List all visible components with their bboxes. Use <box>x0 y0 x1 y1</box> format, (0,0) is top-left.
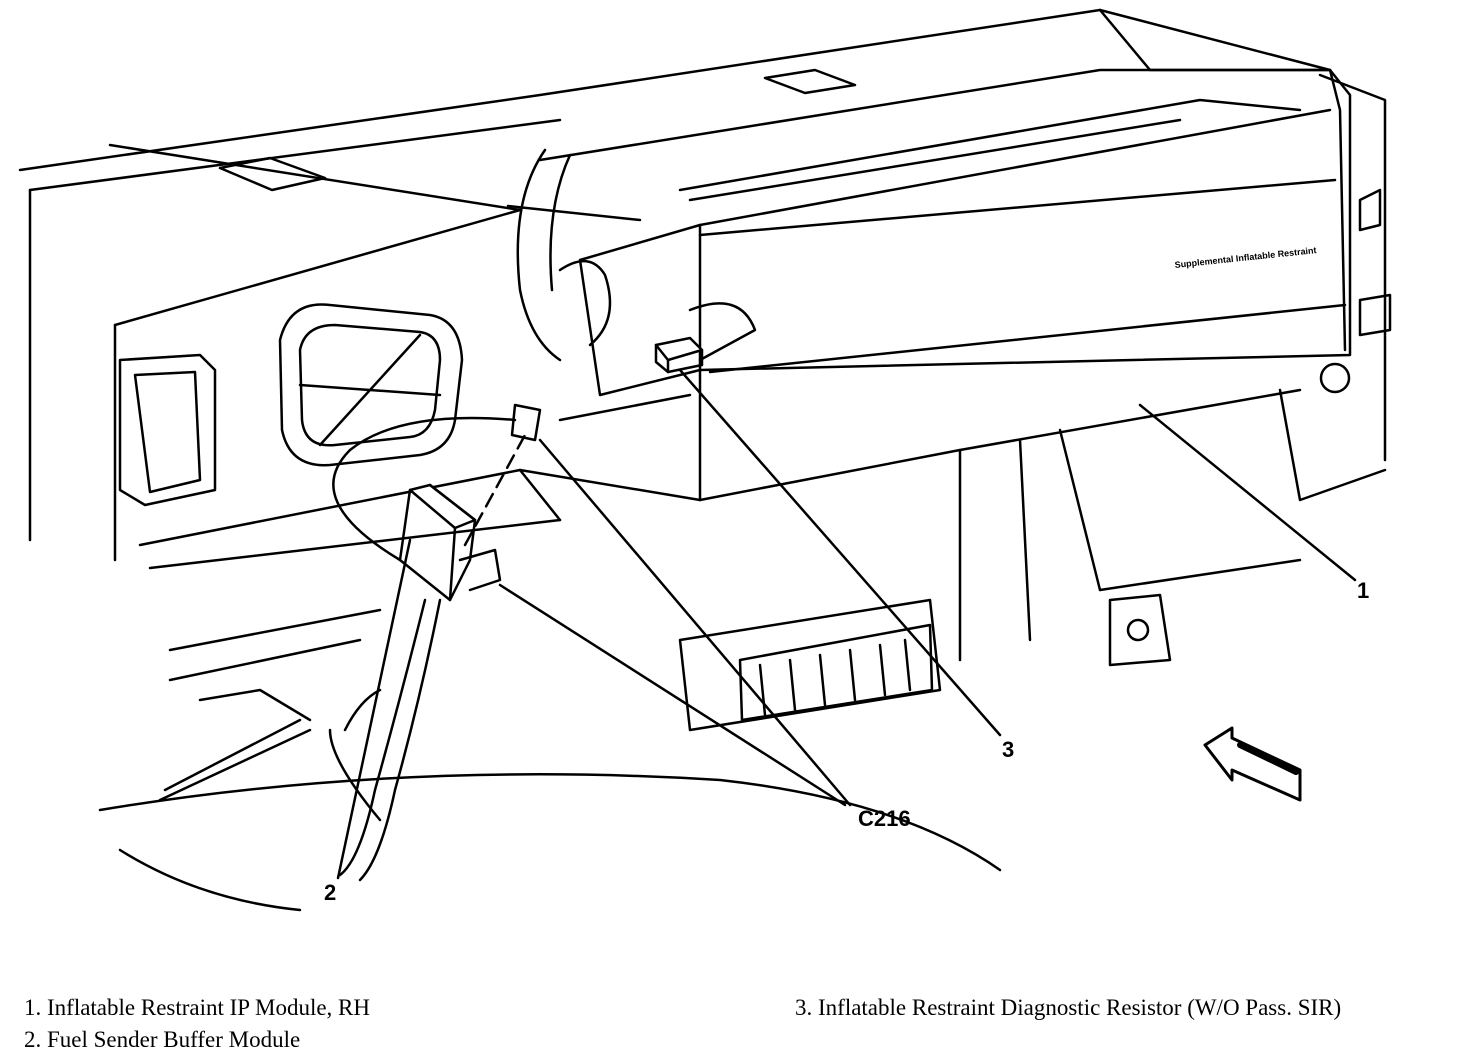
panel-label: Supplemental Inflatable Restraint <box>1174 245 1317 270</box>
leader-c216-b <box>538 438 852 807</box>
leader-3 <box>678 368 1002 737</box>
ip-module-housing <box>538 8 1392 502</box>
legend-item-3: 3. Inflatable Restraint Diagnostic Resis… <box>795 995 1342 1020</box>
dashboard-face <box>113 303 562 570</box>
legend-right-column: 3. Inflatable Restraint Diagnostic Resis… <box>795 992 1455 1024</box>
lower-trim <box>98 608 1002 912</box>
leader-c216-dash <box>463 433 527 547</box>
callout-3: 3 <box>1002 737 1014 762</box>
lower-dash <box>518 362 1387 732</box>
fuel-sender-buffer-module <box>398 403 542 602</box>
wiring-harness <box>158 416 517 882</box>
callout-2: 2 <box>324 880 336 905</box>
callout-c216: C216 <box>858 806 911 831</box>
leader-1 <box>1138 403 1357 582</box>
dashboard-top <box>18 8 1332 542</box>
legend-left-column: 1. Inflatable Restraint IP Module, RH 2.… <box>24 992 584 1056</box>
legend-item-1: 1. Inflatable Restraint IP Module, RH <box>24 995 370 1020</box>
leader-2 <box>336 538 412 880</box>
view-direction-arrow-icon <box>1203 726 1302 802</box>
instrument-panel-diagram: Supplemental Inflatable Restraint 1 2 3 … <box>18 8 1392 912</box>
callout-1: 1 <box>1357 578 1369 603</box>
diagnostic-resistor <box>654 336 704 374</box>
leader-lines <box>336 368 1357 880</box>
leader-c216-a <box>498 583 847 807</box>
steering-column <box>506 148 757 422</box>
legend-item-2: 2. Fuel Sender Buffer Module <box>24 1027 301 1052</box>
